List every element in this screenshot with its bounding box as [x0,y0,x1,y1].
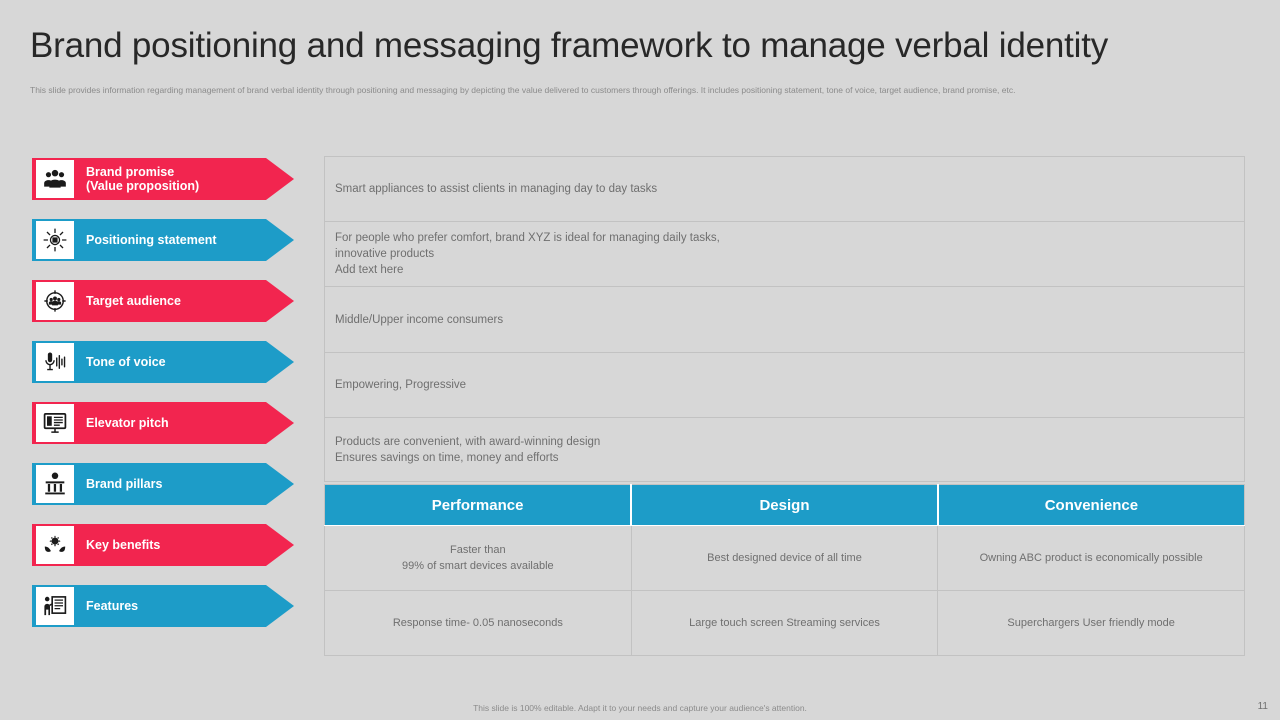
arrow-shape [32,585,294,627]
table-row: Faster than 99% of smart devices availab… [324,525,1245,591]
content-row-text: Middle/Upper income consumers [335,313,504,326]
table-cell: Superchargers User friendly mode [937,590,1245,656]
table-header-performance: Performance [324,484,633,526]
arrow-shape [32,402,294,444]
table-cell: Response time- 0.05 nanoseconds [324,590,632,656]
content-row-text: For people who prefer comfort, brand XYZ… [335,232,720,276]
arrow-item-label: Tone of voice [86,355,166,369]
content-row: For people who prefer comfort, brand XYZ… [325,222,1244,287]
content-row-text: Products are convenient, with award-winn… [335,435,601,464]
arrow-item-key-benefits[interactable]: Key benefits [32,524,294,566]
arrow-item-label: Positioning statement [86,233,217,247]
table-header-row: Performance Design Convenience [324,484,1245,526]
content-row-text: Empowering, Progressive [335,379,467,391]
arrow-shape [32,341,294,383]
table-header-convenience: Convenience [937,484,1245,526]
comparison-table: Performance Design Convenience Faster th… [324,484,1245,656]
table-cell: Owning ABC product is economically possi… [937,525,1245,591]
arrow-item-positioning-statement[interactable]: Positioning statement [32,219,294,261]
arrow-item-label: Elevator pitch [86,416,169,430]
page-subtitle: This slide provides information regardin… [30,85,1016,95]
content-row: Products are convenient, with award-winn… [325,418,1244,482]
arrow-item-brand-promise[interactable]: Brand promise (Value proposition) [32,158,294,200]
page-title: Brand positioning and messaging framewor… [30,26,1109,65]
arrow-shape [32,463,294,505]
hands-holding-gear-icon [36,526,74,564]
person-presenting-board-icon [36,587,74,625]
page-number: 11 [1257,701,1268,712]
arrow-item-label: Target audience [86,294,181,308]
content-row: Smart appliances to assist clients in ma… [325,157,1244,222]
arrow-item-brand-pillars[interactable]: Brand pillars [32,463,294,505]
arrow-shape [32,158,294,200]
microphone-waveform-icon [36,343,74,381]
table-cell: Large touch screen Streaming services [630,590,939,656]
arrow-item-label: Brand promise (Value proposition) [86,165,200,193]
arrow-shape [32,280,294,322]
table-cell: Faster than 99% of smart devices availab… [324,525,632,591]
arrow-item-elevator-pitch[interactable]: Elevator pitch [32,402,294,444]
arrow-shape [32,219,294,261]
content-row-text: Smart appliances to assist clients in ma… [335,183,658,195]
content-panel: Smart appliances to assist clients in ma… [324,156,1245,482]
content-row: Middle/Upper income consumers [325,287,1244,353]
arrow-item-label: Brand pillars [86,477,163,491]
table-header-design: Design [630,484,939,526]
arrow-item-label: Features [86,599,139,613]
footer-note: This slide is 100% editable. Adapt it to… [473,703,807,713]
beacon-target-icon [36,221,74,259]
arrow-item-target-audience[interactable]: Target audience [32,280,294,322]
arrow-item-tone-of-voice[interactable]: Tone of voice [32,341,294,383]
table-cell: Best designed device of all time [630,525,939,591]
audience-crosshair-icon [36,282,74,320]
group-of-people-icon [36,160,74,198]
pillar-building-icon [36,465,74,503]
table-row: Response time- 0.05 nanoseconds Large to… [324,590,1245,656]
arrow-item-label: Key benefits [86,538,161,552]
arrow-item-features[interactable]: Features [32,585,294,627]
arrow-shape [32,524,294,566]
content-row: Empowering, Progressive [325,353,1244,418]
brand-framework-arrow-list: Brand promise (Value proposition) Positi… [32,158,294,646]
presentation-monitor-icon [36,404,74,442]
